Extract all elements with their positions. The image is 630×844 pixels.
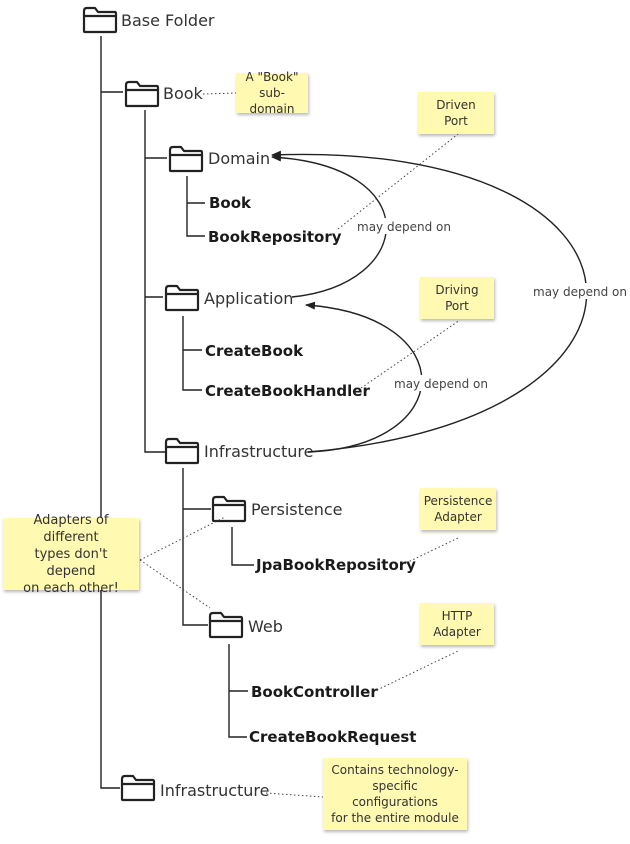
- folder-label-book: Book: [163, 84, 204, 103]
- domain-folder-icon: [168, 145, 204, 173]
- note-adapters: Adapters of different types don't depend…: [3, 513, 139, 596]
- note-driven-port: Driven Port: [418, 92, 494, 134]
- folder-label-web: Web: [248, 617, 283, 636]
- file-label-jpa-book-repository: JpaBookRepository: [255, 556, 416, 574]
- note-infrastructure-config: Contains technology- specific configurat…: [323, 758, 467, 830]
- note-driving-port: Driving Port: [420, 277, 494, 319]
- folder-label-root-infrastructure: Infrastructure: [160, 781, 269, 800]
- folder-label-infrastructure: Infrastructure: [204, 442, 313, 461]
- folder-label-persistence: Persistence: [251, 500, 343, 519]
- note-book-subdomain: A "Book" sub-domain: [236, 70, 308, 116]
- web-folder-icon: [208, 611, 244, 639]
- edge-label-infrastructure-domain: may depend on: [533, 285, 627, 299]
- book-folder-icon: [124, 80, 160, 108]
- folder-label-application: Application: [204, 289, 293, 308]
- file-label-book-repository: BookRepository: [208, 228, 342, 246]
- folder-label-domain: Domain: [208, 149, 270, 168]
- edge-labels: may depend on may depend on may depend o…: [354, 218, 627, 391]
- root-infrastructure-folder-icon: [120, 774, 156, 802]
- file-label-create-book-handler: CreateBookHandler: [205, 382, 370, 400]
- edge-label-infrastructure-application: may depend on: [394, 377, 488, 391]
- note-persistence-adapter: Persistence Adapter: [420, 488, 496, 530]
- base-folder-icon: [82, 6, 118, 34]
- file-label-book-controller: BookController: [251, 683, 378, 701]
- file-label-book: Book: [209, 194, 252, 212]
- note-connectors: [139, 92, 461, 798]
- folder-label-base: Base Folder: [121, 11, 215, 30]
- infrastructure-folder-icon: [164, 437, 200, 465]
- edge-label-application-domain: may depend on: [357, 220, 451, 234]
- tree-lines: [100, 36, 254, 789]
- note-http-adapter: HTTP Adapter: [420, 603, 494, 645]
- file-label-create-book: CreateBook: [205, 342, 304, 360]
- application-folder-icon: [164, 284, 200, 312]
- file-label-create-book-request: CreateBookRequest: [249, 728, 416, 746]
- persistence-folder-icon: [211, 495, 247, 523]
